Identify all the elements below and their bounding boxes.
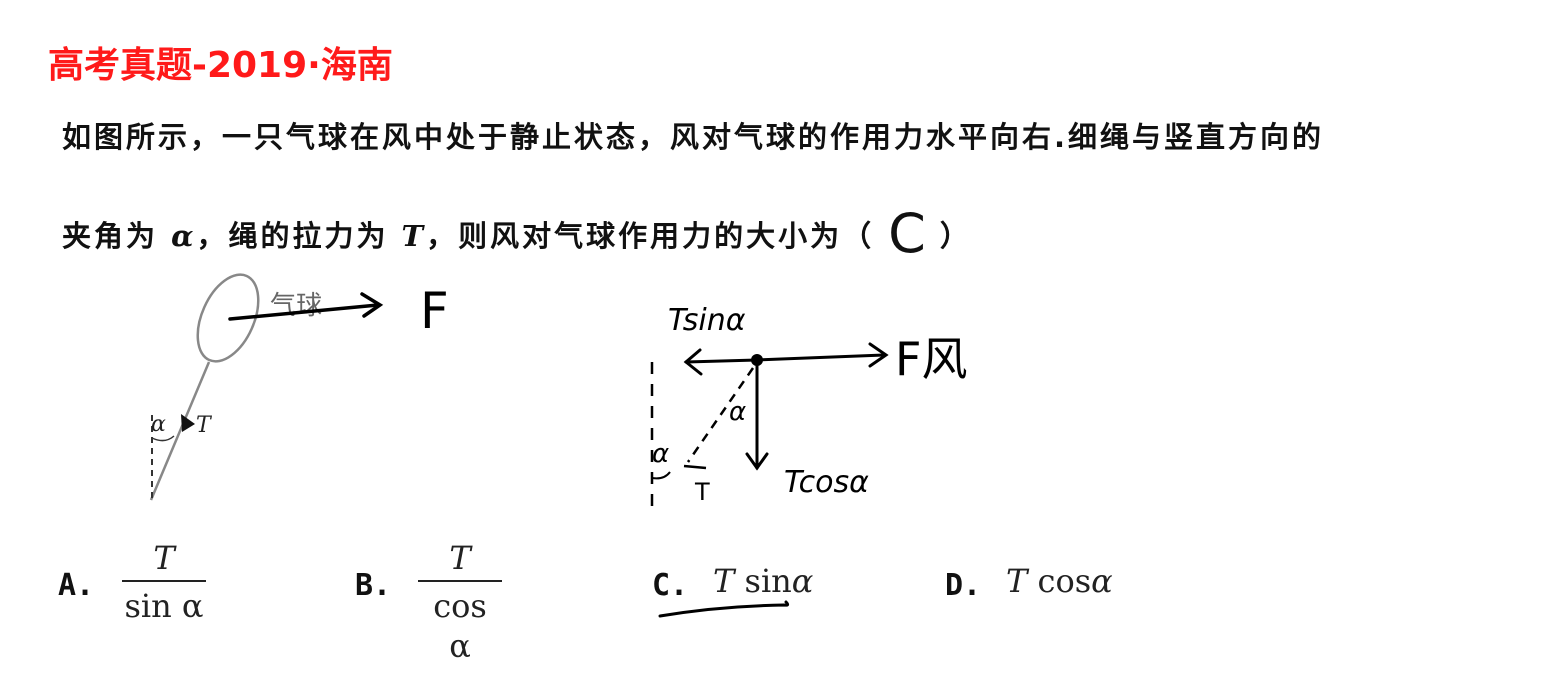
rope-line	[149, 361, 211, 501]
alpha-label-left: α	[151, 412, 166, 437]
option-a-denominator: sin α	[124, 587, 204, 625]
alpha-left-label: α	[652, 439, 669, 469]
question-text-b: ，绳的拉力为	[196, 219, 402, 253]
wind-force-arrow	[228, 303, 380, 321]
fraction-bar	[122, 580, 206, 582]
option-b-fraction[interactable]: T cos α	[418, 538, 502, 665]
balloon-shape	[196, 273, 260, 363]
alpha-top-label: α	[729, 397, 746, 427]
tension-symbol: T	[401, 219, 427, 253]
option-b-letter[interactable]: B.	[355, 568, 392, 603]
option-c-t: T	[713, 562, 735, 600]
option-d-var: α	[1091, 562, 1113, 600]
tsin-label: Tsinα	[668, 303, 746, 338]
force-diagram: Tsinα F风 α α T Tcosα	[650, 303, 967, 510]
fraction-bar	[418, 580, 502, 582]
down-arrowhead	[745, 452, 769, 471]
option-b-numerator: T	[449, 539, 471, 577]
question-text-c: ，则风对气球作用力的大小为（	[426, 219, 875, 253]
option-a-numerator: T	[153, 539, 175, 577]
option-d-fn: cos	[1037, 562, 1092, 600]
handwritten-underline	[658, 600, 790, 618]
wind-force-label: F风	[895, 332, 967, 386]
option-c-fn: sin	[744, 562, 792, 600]
wind-force-arrowhead	[360, 292, 384, 318]
option-a-letter[interactable]: A.	[58, 568, 95, 603]
option-d-letter[interactable]: D.	[945, 568, 982, 603]
left-arrowhead	[683, 348, 703, 376]
option-d-t: T	[1006, 562, 1028, 600]
option-c-var: α	[791, 562, 814, 600]
option-b-denominator: cos α	[433, 587, 487, 665]
left-arrow	[684, 358, 759, 364]
right-arrowhead	[868, 342, 889, 368]
right-arrow	[755, 353, 886, 362]
option-c-expression[interactable]: T sinα	[713, 562, 813, 600]
tcos-label: Tcosα	[784, 465, 869, 500]
tension-arrowhead	[181, 414, 195, 432]
tension-label-right: T	[694, 478, 710, 506]
option-a-fraction[interactable]: T sin α	[122, 538, 206, 626]
question-line-2: 夹角为 α，绳的拉力为 T，则风对气球作用力的大小为（ C ）	[62, 196, 972, 265]
tension-tick	[683, 464, 707, 470]
alpha-arc	[151, 435, 175, 442]
alpha-symbol: α	[171, 219, 197, 253]
balloon-figure: 气球 α T F	[149, 273, 449, 501]
dashed-tension-line	[686, 367, 755, 463]
option-d-expression[interactable]: T cosα	[1006, 562, 1113, 600]
handwritten-answer: C	[888, 202, 926, 265]
left-angle-arc	[651, 471, 671, 480]
page-title: 高考真题-2019·海南	[48, 45, 393, 86]
tension-label-left: T	[196, 413, 213, 438]
option-c-letter[interactable]: C.	[652, 568, 689, 603]
question-text-a: 夹角为	[62, 219, 172, 253]
force-label-f: F	[420, 282, 449, 340]
question-text-d: ）	[939, 219, 972, 253]
question-line-1: 如图所示，一只气球在风中处于静止状态，风对气球的作用力水平向右.细绳与竖直方向的	[62, 120, 1325, 154]
